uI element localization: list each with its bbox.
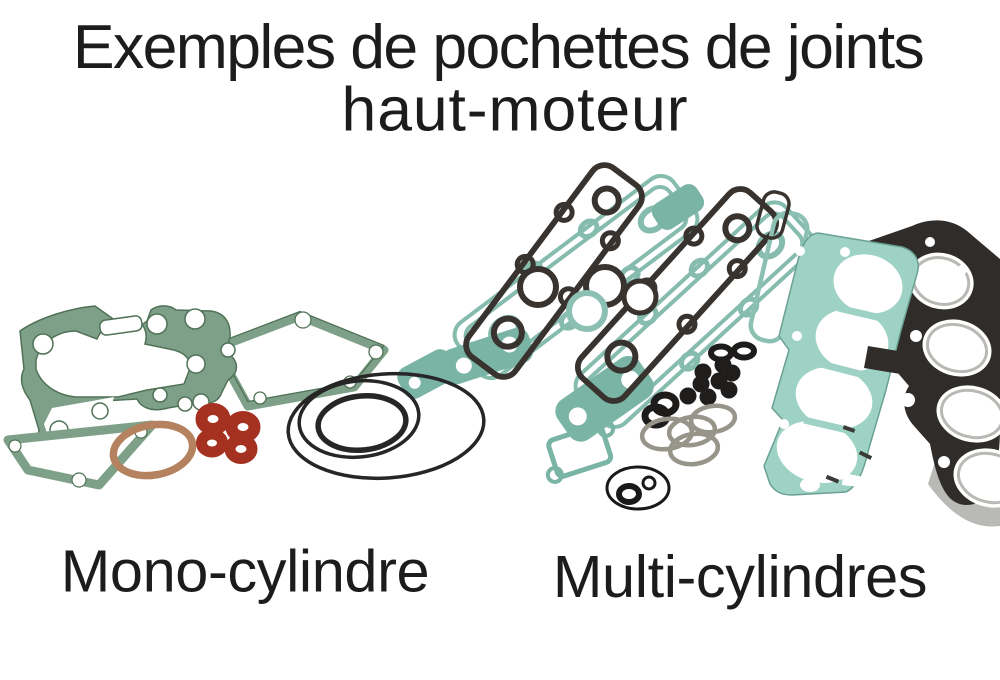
svg-text:Multi-cylindres: Multi-cylindres [553,543,927,610]
svg-text:Exemples de pochettes de joint: Exemples de pochettes de joints [73,12,923,82]
svg-text:Mono-cylindre: Mono-cylindre [61,538,429,605]
svg-text:haut-moteur: haut-moteur [342,75,689,145]
